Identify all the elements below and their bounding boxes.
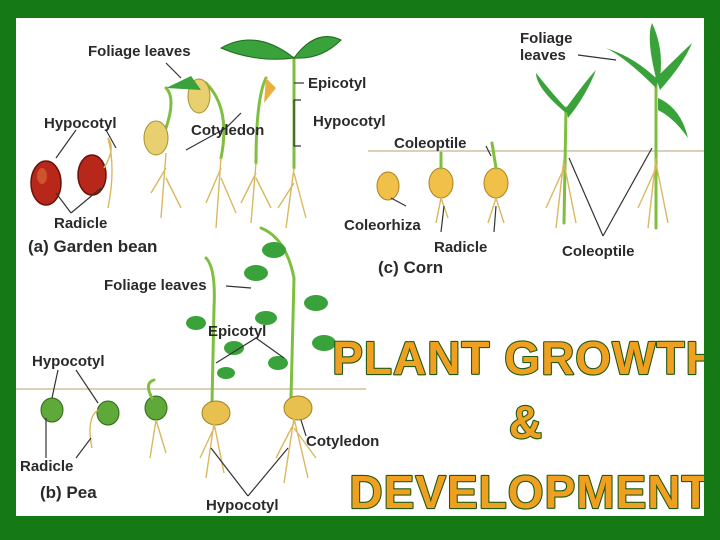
title-line1: PLANT GROWTH: [332, 332, 704, 384]
bean-foliage-leaf-icon: [294, 37, 341, 59]
bean-hypocotyl-left-label: Hypocotyl: [44, 115, 117, 132]
pea-roots: [150, 420, 166, 458]
corn-seed-icon: [484, 168, 508, 198]
title-line2: &: [509, 396, 543, 448]
pea-caption: (b) Pea: [40, 483, 97, 502]
title-line3: DEVELOPMENT: [349, 466, 704, 516]
bean-hypocotyl-stem: [256, 78, 266, 163]
corn-leaf-icon: [536, 73, 568, 113]
pea-radicle-label: Radicle: [20, 458, 73, 475]
corn-coleoptile-stem: [492, 143, 496, 168]
pea-hypocotyl-bottom-label: Hypocotyl: [206, 497, 279, 514]
corn-leaf-icon: [566, 70, 596, 118]
plant-germination-diagram: Foliage leaves Hypocotyl Cotyledon Epico…: [16, 18, 704, 516]
pea-seed-icon: [145, 396, 167, 420]
bean-caption: (a) Garden bean: [28, 237, 157, 256]
pea-cotyledon-icon: [284, 396, 312, 420]
corn-leaf-icon: [656, 43, 692, 90]
corn-coleorhiza-label: Coleorhiza: [344, 217, 421, 234]
pea-leaf-icon: [186, 316, 206, 330]
bean-seed-icon: [31, 161, 61, 205]
corn-foliage-label-line1: Foliage: [520, 30, 573, 47]
corn-caption: (c) Corn: [378, 258, 443, 277]
bean-roots: [241, 163, 271, 223]
pea-hypocotyl-left-label: Hypocotyl: [32, 353, 105, 370]
pea-cotyledon-label: Cotyledon: [306, 433, 379, 450]
corn-radicle-label: Radicle: [434, 239, 487, 256]
bean-cotyledon-label: Cotyledon: [191, 122, 264, 139]
pea-leaf-icon: [244, 265, 268, 281]
pea-roots: [276, 418, 316, 483]
bean-cotyledon-icon: [144, 121, 168, 155]
bean-roots: [278, 168, 306, 228]
bean-roots: [206, 158, 236, 228]
pea-roots: [200, 423, 224, 478]
bean-epicotyl-label: Epicotyl: [308, 75, 366, 92]
bean-cotyledon-icon: [264, 78, 276, 103]
corn-roots: [638, 158, 668, 228]
bean-hypocotyl-stem: [166, 88, 171, 128]
pea-seed-icon: [97, 401, 119, 425]
corn-coleoptile-top-label: Coleoptile: [394, 135, 467, 152]
corn-roots: [546, 158, 576, 228]
pea-cotyledon-icon: [202, 401, 230, 425]
pea-leaf-icon: [262, 242, 286, 258]
bean-leaf-icon: [166, 76, 201, 90]
pea-seed-icon: [41, 398, 63, 422]
corn-leaf-icon: [650, 23, 661, 78]
seed-highlight: [37, 168, 47, 184]
corn-leaf-icon: [606, 48, 658, 88]
bean-seed-icon: [78, 155, 106, 195]
pea-leaf-icon: [268, 356, 288, 370]
corn-seed-icon: [429, 168, 453, 198]
pea-leaf-icon: [304, 295, 328, 311]
pea-foliage-leaves-label: Foliage leaves: [104, 277, 207, 294]
bean-roots: [151, 153, 181, 218]
pea-leaf-icon: [217, 367, 235, 379]
bean-foliage-leaves-label: Foliage leaves: [88, 43, 191, 60]
pea-epicotyl-label: Epicotyl: [208, 323, 266, 340]
corn-leaf-icon: [658, 98, 688, 138]
bean-radicle-label: Radicle: [54, 215, 107, 232]
bean-foliage-leaf-icon: [221, 40, 294, 59]
corn-coleoptile-bottom-label: Coleoptile: [562, 243, 635, 260]
bean-hypocotyl-right-label: Hypocotyl: [313, 113, 386, 130]
corn-foliage-label-line2: leaves: [520, 47, 566, 64]
diagram-panel: Foliage leaves Hypocotyl Cotyledon Epico…: [16, 18, 704, 516]
corn-seed-icon: [377, 172, 399, 200]
